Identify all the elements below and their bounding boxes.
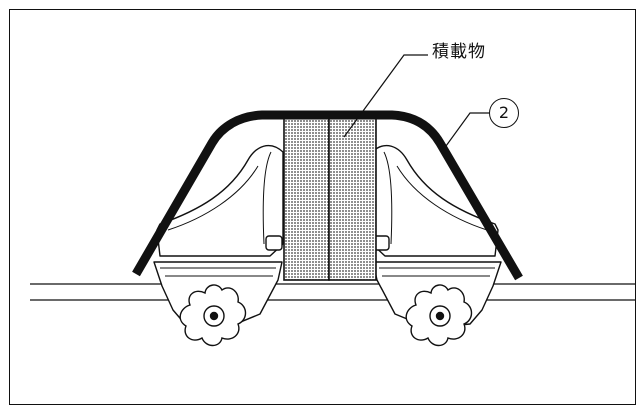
frame-border — [9, 9, 636, 405]
roof-bar — [30, 283, 636, 301]
cargo-board-left — [283, 117, 330, 281]
strap-leader-line — [445, 112, 490, 147]
cargo-leader-line — [343, 54, 428, 138]
strap-band — [132, 110, 523, 281]
cargo-load — [283, 117, 377, 281]
right-knob — [405, 284, 473, 347]
cargo-label: 積載物 — [432, 42, 486, 62]
left-knob — [179, 284, 247, 347]
cargo-board-right — [328, 117, 377, 281]
strap-number-callout: 2 — [489, 98, 519, 128]
